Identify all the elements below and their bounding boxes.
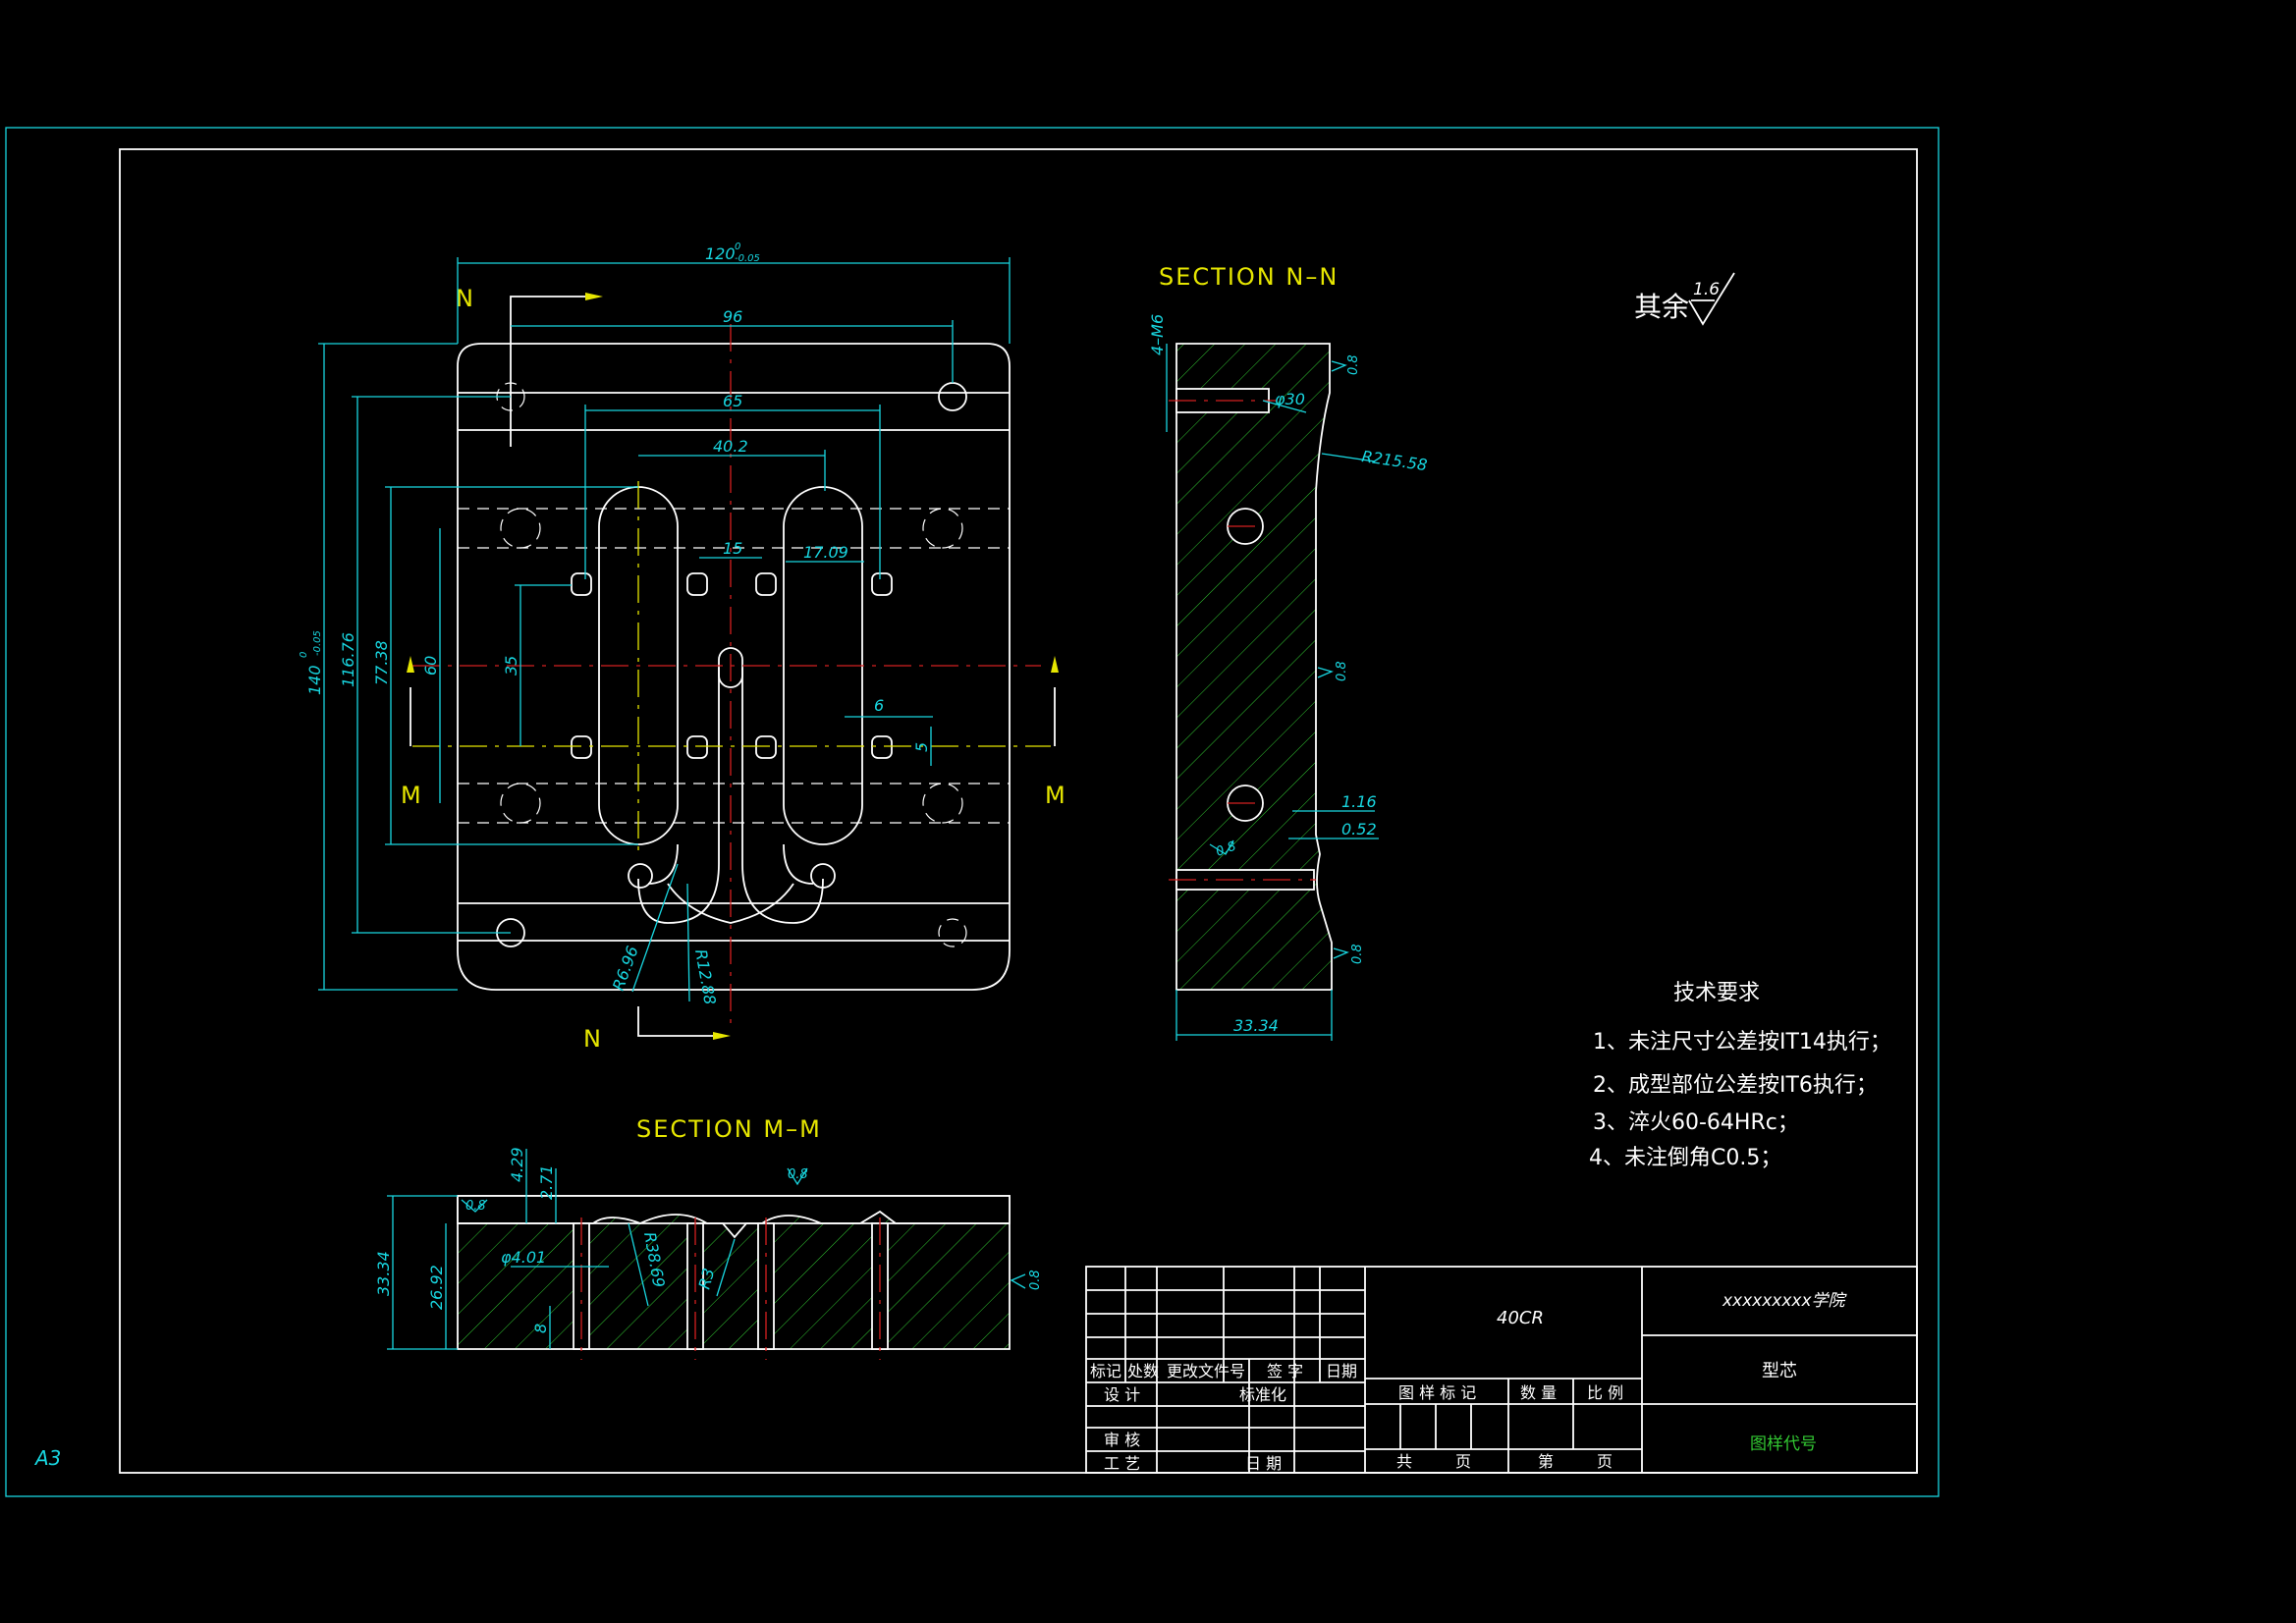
front-outline (457, 343, 1011, 991)
tb-drawing-mark: 图 样 标 记 (1398, 1383, 1476, 1402)
section-nn-view: SECTION N–N 4–M6 φ30 R215.58 1.16 0.52 3… (1148, 263, 1429, 1041)
section-letter-n-top: N (456, 285, 475, 312)
tech-req-item-2: 2、成型部位公差按IT6执行； (1593, 1073, 1878, 1098)
dim-65: 65 (723, 392, 742, 410)
tb-date: 日 期 (1245, 1454, 1282, 1473)
dim-8: 8 (531, 1324, 550, 1333)
inner-frame (119, 148, 1918, 1474)
dim-120: 120 (705, 244, 736, 263)
dim-phi4-01: φ4.01 (501, 1248, 546, 1267)
section-mm-view: SECTION M–M 33.34 26.92 4.29 2.71 φ4.01 … (374, 1115, 1043, 1360)
hole-bottom-right (938, 918, 967, 947)
dim-4-m6: 4–M6 (1148, 314, 1167, 355)
dim-0-52: 0.52 (1341, 820, 1377, 839)
surface-note-value: 1.6 (1693, 280, 1720, 299)
dim-96: 96 (723, 307, 742, 326)
tech-req-item-1: 1、未注尺寸公差按IT14执行； (1593, 1030, 1891, 1055)
dim-33-34-nn: 33.34 (1233, 1016, 1279, 1035)
dim-140: 140 (305, 665, 324, 695)
section-nn-outline (1175, 343, 1333, 991)
tb-school: xxxxxxxxx学院 (1722, 1291, 1848, 1311)
hole-top-right (938, 382, 967, 411)
u-channel (637, 668, 824, 924)
dim-r12-88: R12.88 (691, 947, 720, 1005)
tb-scale: 比 例 (1587, 1383, 1623, 1402)
dim-17-09: 17.09 (803, 543, 848, 562)
surface-finish-note: 其余 1.6 (1634, 272, 1735, 326)
rev-header-doc: 更改文件号 (1167, 1362, 1245, 1380)
dim-33-34-mm: 33.34 (374, 1251, 393, 1296)
dim-1-16: 1.16 (1341, 792, 1377, 811)
tb-process: 工 艺 (1104, 1454, 1140, 1473)
rev-header-count: 处数 (1127, 1362, 1159, 1380)
tb-sheet-no: 第 (1538, 1452, 1554, 1471)
roughness-mm-top: 0.8 (788, 1167, 808, 1182)
roughness-nn-low: 0.8 (1214, 839, 1238, 860)
roughness-nn-bottom: 0.8 (1350, 944, 1365, 964)
surface-note-label: 其余 (1634, 291, 1689, 323)
tb-material: 40CR (1497, 1308, 1544, 1328)
dim-120-tol-lower: -0.05 (735, 253, 760, 264)
roughness-mm-right: 0.8 (1028, 1270, 1043, 1290)
tech-req-item-4: 4、未注倒角C0.5； (1589, 1146, 1781, 1170)
dim-116-76: 116.76 (339, 632, 357, 687)
dim-r6-96: R6.96 (609, 944, 642, 993)
dim-phi30: φ30 (1275, 390, 1305, 408)
dim-r3: R3 (695, 1267, 719, 1291)
tb-review: 审 核 (1104, 1431, 1140, 1449)
sheet-size-label: A3 (33, 1446, 61, 1470)
dim-35: 35 (502, 656, 520, 676)
tb-total: 共 (1396, 1452, 1412, 1471)
dim-26-92: 26.92 (427, 1265, 446, 1310)
roughness-nn-mid: 0.8 (1335, 661, 1349, 681)
rev-header-date: 日期 (1326, 1362, 1357, 1380)
front-view: N N M M 120 0 -0.05 96 65 40.2 15 17.09 … (299, 242, 1067, 1053)
dim-60: 60 (421, 656, 440, 676)
tb-drawing-code: 图样代号 (1750, 1434, 1817, 1454)
dim-77-38: 77.38 (372, 640, 391, 685)
tech-requirements: 技术要求 1、未注尺寸公差按IT14执行； 2、成型部位公差按IT6执行； 3、… (1589, 981, 1891, 1170)
section-mm-title: SECTION M–M (636, 1115, 822, 1143)
tb-quantity: 数 量 (1520, 1383, 1557, 1402)
section-nn-title: SECTION N–N (1159, 263, 1339, 291)
tech-req-title: 技术要求 (1673, 981, 1760, 1005)
rev-header-mark: 标记 (1090, 1362, 1121, 1380)
roughness-nn-top: 0.8 (1346, 354, 1361, 375)
dim-2-71: 2.71 (537, 1164, 556, 1200)
section-letter-m-right: M (1045, 782, 1067, 809)
dim-15: 15 (723, 539, 742, 558)
section-letter-n-bottom: N (583, 1025, 603, 1053)
dim-4-29: 4.29 (508, 1147, 526, 1182)
tb-sheet-page: 页 (1597, 1452, 1613, 1471)
dim-6: 6 (874, 696, 884, 715)
tb-part-name: 型芯 (1762, 1361, 1797, 1381)
title-block: 标记 处数 更改文件号 签 字 日期 设 计 标准化 审 核 工 艺 日 期 4… (1085, 1266, 1918, 1474)
tb-standardize: 标准化 (1239, 1385, 1286, 1404)
roughness-symbol (1688, 272, 1735, 326)
tech-req-item-3: 3、淬火60-64HRc； (1593, 1110, 1799, 1135)
tb-sheets: 页 (1455, 1452, 1471, 1471)
dim-140-tol-lower: -0.05 (312, 630, 323, 656)
dim-140-tol-upper: 0 (299, 652, 309, 658)
dim-120-tol-upper: 0 (735, 242, 740, 252)
roughness-mm-left: 0.8 (465, 1199, 486, 1214)
dim-r215-58: R215.58 (1360, 447, 1428, 474)
rev-header-sign: 签 字 (1267, 1362, 1303, 1380)
outer-border (5, 127, 1940, 1497)
dim-40-2: 40.2 (713, 437, 748, 456)
dim-5: 5 (912, 742, 931, 752)
section-letter-m-left: M (401, 782, 423, 809)
tb-design: 设 计 (1104, 1385, 1140, 1404)
